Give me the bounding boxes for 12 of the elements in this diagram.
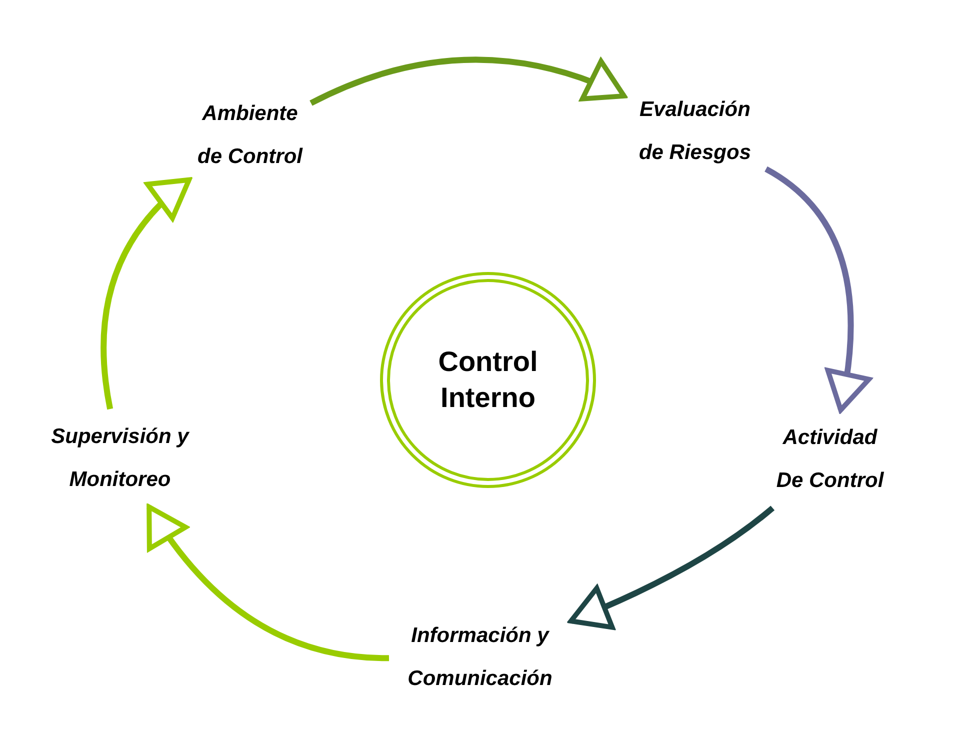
- curved-arrow: [310, 56, 626, 106]
- curved-arrow: [146, 504, 390, 662]
- center-circle: [380, 272, 596, 488]
- step-label: Información y Comunicación: [395, 614, 565, 700]
- step-label: Supervisión y Monitoreo: [30, 415, 210, 501]
- step-label: Ambiente de Control: [195, 92, 305, 178]
- circle-label: Control Interno: [437, 345, 539, 415]
- curved-arrow: [568, 506, 775, 630]
- curved-arrow: [100, 177, 192, 410]
- step-label: Actividad De Control: [770, 416, 890, 502]
- step-label: Evaluación de Riesgos: [630, 88, 760, 174]
- curved-arrow: [764, 166, 870, 412]
